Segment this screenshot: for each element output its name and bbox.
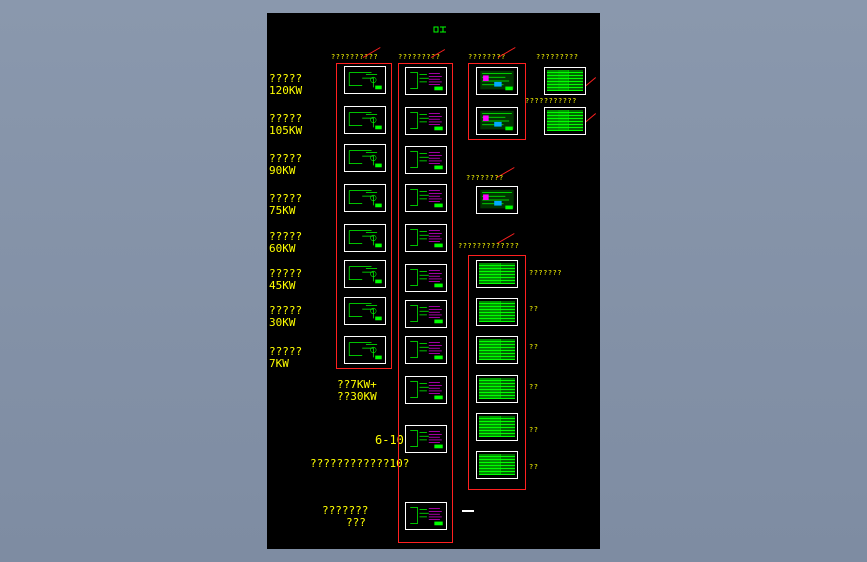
drawing-sheet[interactable] — [405, 184, 447, 212]
leader-line — [584, 113, 597, 123]
table-sheet[interactable] — [476, 298, 518, 326]
table-sheet[interactable] — [476, 260, 518, 288]
row-label-1: ?????120KW — [269, 72, 303, 97]
table-sheet[interactable] — [476, 375, 518, 403]
row-label-6: ?????45KW — [269, 267, 303, 292]
table-sheet[interactable] — [544, 107, 586, 135]
drawing-sheet[interactable] — [405, 376, 447, 404]
combo-label: ??7KW+??30KW — [337, 378, 377, 403]
drawing-sheet[interactable] — [344, 224, 386, 252]
frame-tables — [468, 255, 526, 490]
table-label-4: ?? — [529, 383, 539, 391]
drawing-sheet[interactable] — [344, 144, 386, 172]
drawing-sheet[interactable] — [476, 186, 518, 214]
mid-header-3: ????????????? — [458, 242, 520, 250]
drawing-sheet[interactable] — [344, 184, 386, 212]
column-header-3: ???????? — [468, 53, 506, 61]
table-grid — [479, 416, 515, 437]
row-label-2: ?????105KW — [269, 112, 303, 137]
drawing-sheet[interactable] — [476, 107, 518, 135]
cad-drawing-canvas[interactable]: ?????????? ????????? ???????? ????????? … — [267, 13, 600, 549]
drawing-sheet[interactable] — [344, 66, 386, 94]
table-sheet[interactable] — [476, 413, 518, 441]
drawing-sheet[interactable] — [405, 264, 447, 292]
leader-line — [584, 77, 597, 87]
table-sheet[interactable] — [476, 451, 518, 479]
drawing-sheet[interactable] — [405, 146, 447, 174]
table-label-3: ?? — [529, 343, 539, 351]
table-sheet[interactable] — [476, 336, 518, 364]
row-label-7: ?????30KW — [269, 304, 303, 329]
mid-header-1: ??????????? — [525, 97, 577, 105]
table-grid — [479, 301, 515, 322]
column-header-2: ????????? — [398, 53, 441, 61]
column-header-1: ?????????? — [331, 53, 379, 61]
table-label-1: ??????? — [529, 269, 563, 277]
table-grid — [547, 110, 583, 131]
drawing-sheet[interactable] — [405, 425, 447, 453]
table-grid — [479, 339, 515, 360]
drawing-sheet[interactable] — [344, 297, 386, 325]
frame-column-1 — [336, 63, 392, 369]
row-label-3: ?????90KW — [269, 152, 303, 177]
table-label-6: ?? — [529, 463, 539, 471]
row-label-8: ?????7KW — [269, 345, 303, 370]
drawing-sheet[interactable] — [344, 336, 386, 364]
table-grid — [547, 70, 583, 91]
frame-column-2 — [398, 63, 453, 543]
table-grid — [479, 263, 515, 284]
drawing-sheet[interactable] — [405, 67, 447, 95]
table-label-2: ?? — [529, 305, 539, 313]
table-label-5: ?? — [529, 426, 539, 434]
drawing-sheet[interactable] — [405, 336, 447, 364]
drawing-sheet[interactable] — [405, 224, 447, 252]
table-grid — [479, 378, 515, 399]
range-label: 6-10 — [375, 433, 404, 447]
mid-header-2: ???????? — [466, 174, 504, 182]
drawing-sheet[interactable] — [344, 106, 386, 134]
drawing-sheet[interactable] — [405, 300, 447, 328]
row-label-5: ?????60KW — [269, 230, 303, 255]
drawing-title-mark — [433, 18, 447, 33]
drawing-sheet[interactable] — [405, 107, 447, 135]
table-sheet[interactable] — [544, 67, 586, 95]
column-header-4: ????????? — [536, 53, 579, 61]
long-label: ????????????10? — [310, 457, 410, 470]
bottom-label: ?????????? — [322, 504, 369, 529]
drawing-sheet[interactable] — [405, 502, 447, 530]
drawing-sheet[interactable] — [344, 260, 386, 288]
dash-mark — [462, 510, 474, 512]
frame-column-3 — [468, 63, 526, 140]
row-label-4: ?????75KW — [269, 192, 303, 217]
table-grid — [479, 454, 515, 475]
drawing-sheet[interactable] — [476, 67, 518, 95]
